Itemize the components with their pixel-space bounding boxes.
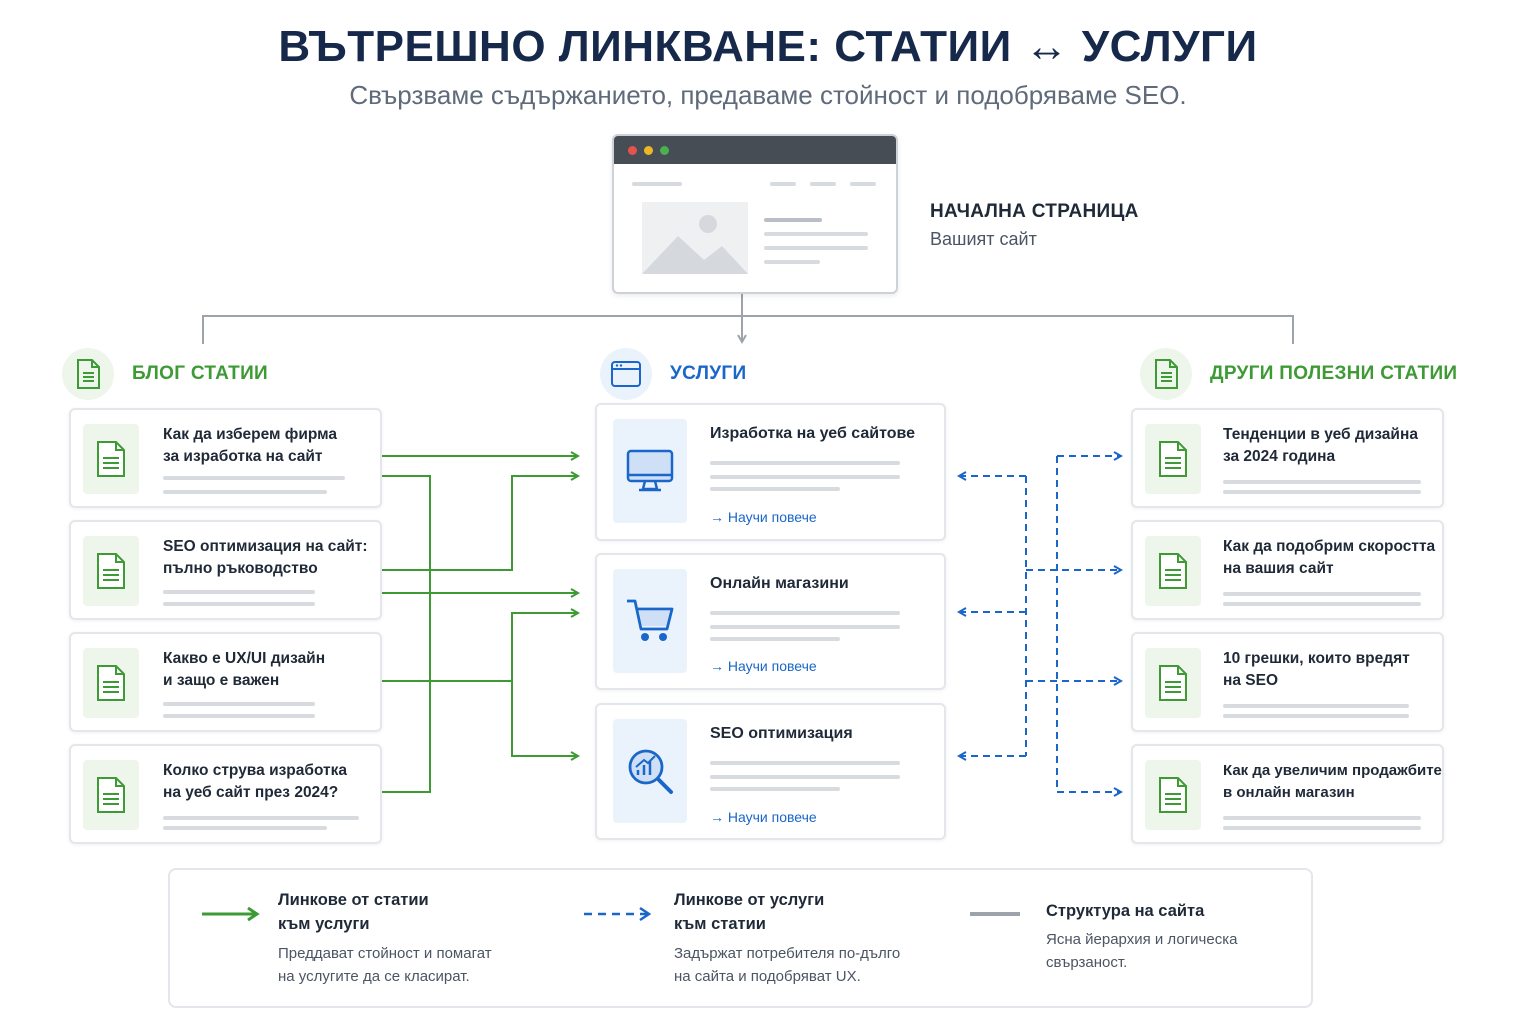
close-dot: [628, 146, 637, 155]
service-to-article-links: [959, 456, 1121, 792]
legend-desc: Ясна йерархия и логическа: [1046, 931, 1238, 948]
page-subtitle: Свързваме съдържанието, предаваме стойно…: [349, 80, 1187, 110]
minimize-dot: [644, 146, 653, 155]
image-placeholder-icon: [642, 202, 748, 274]
blog-article-card[interactable]: Как да изберем фирма за изработка на сайт: [69, 408, 382, 508]
document-icon: [83, 536, 139, 606]
document-icon: [83, 424, 139, 494]
legend-desc: свързаност.: [1046, 954, 1128, 971]
article-title-line: пълно ръководство: [163, 560, 318, 577]
article-title-line: SEO оптимизация на сайт:: [163, 538, 368, 555]
other-column-header: ДРУГИ ПОЛЕЗНИ СТАТИИ: [1140, 348, 1457, 400]
page-title: ВЪТРЕШНО ЛИНКВАНЕ: СТАТИИ ↔ УСЛУГИ: [278, 22, 1258, 71]
document-icon: [83, 760, 139, 830]
document-icon: [1140, 348, 1192, 400]
learn-more-link[interactable]: → Научи повече: [710, 658, 817, 674]
maximize-dot: [660, 146, 669, 155]
legend-desc: на услугите да се класират.: [278, 968, 470, 985]
article-title-line: Тенденции в уеб дизайна: [1223, 426, 1418, 443]
other-article-card[interactable]: Тенденции в уеб дизайна за 2024 година: [1131, 408, 1444, 508]
blog-article-card[interactable]: Колко струва изработка на уеб сайт през 2…: [69, 744, 382, 844]
article-title-line: Как да увеличим продажбите: [1223, 762, 1442, 779]
browser-title-bar: [614, 136, 896, 164]
document-icon: [1145, 424, 1201, 494]
service-title: SEO оптимизация: [710, 725, 853, 742]
article-title-line: на уеб сайт през 2024?: [163, 784, 339, 801]
legend-desc: Задържат потребителя по-дълго: [674, 945, 901, 962]
document-icon: [83, 648, 139, 718]
article-title-line: Как да подобрим скоростта: [1223, 538, 1436, 555]
article-title-line: Какво е UX/UI дизайн: [163, 650, 326, 667]
structure-lines: [202, 294, 1294, 344]
blog-article-card[interactable]: Какво е UX/UI дизайн и защо е важен: [69, 632, 382, 732]
other-article-card[interactable]: 10 грешки, които вредят на SEO: [1131, 632, 1444, 732]
article-title-line: 10 грешки, които вредят: [1223, 650, 1410, 667]
article-title-line: за изработка на сайт: [163, 448, 323, 465]
article-title-line: за 2024 година: [1223, 448, 1336, 465]
service-card-shops[interactable]: Онлайн магазини → Научи повече: [595, 553, 946, 690]
service-card-seo[interactable]: SEO оптимизация → Научи повече: [595, 703, 946, 840]
service-title: Онлайн магазини: [710, 575, 849, 592]
article-title-line: в онлайн магазин: [1223, 784, 1355, 801]
legend-title: Структура на сайта: [1046, 902, 1205, 920]
shopping-cart-icon: [613, 569, 687, 673]
legend-title: към услуги: [278, 915, 370, 933]
document-icon: [1145, 536, 1201, 606]
homepage-title: НАЧАЛНА СТРАНИЦА: [930, 201, 1139, 222]
homepage-subtitle: Вашият сайт: [930, 229, 1037, 249]
other-article-card[interactable]: Как да подобрим скоростта на вашия сайт: [1131, 520, 1444, 620]
service-card-websites[interactable]: Изработка на уеб сайтове → Научи повече: [595, 403, 946, 541]
learn-more-link[interactable]: → Научи повече: [710, 509, 817, 525]
seo-magnifier-icon: [613, 719, 687, 823]
other-article-card[interactable]: Как да увеличим продажбите в онлайн магаз…: [1131, 744, 1444, 844]
article-title-line: Как да изберем фирма: [163, 426, 338, 443]
document-icon: [1145, 648, 1201, 718]
article-title-line: на SEO: [1223, 672, 1279, 689]
learn-more-link[interactable]: → Научи повече: [710, 809, 817, 825]
service-title: Изработка на уеб сайтове: [710, 425, 916, 442]
article-title-line: и защо е важен: [163, 672, 280, 689]
article-to-service-links: [382, 456, 578, 793]
blog-column-header: БЛОГ СТАТИИ: [62, 348, 268, 400]
document-icon: [62, 348, 114, 400]
article-title-line: на вашия сайт: [1223, 560, 1334, 577]
legend-title: към статии: [674, 915, 766, 933]
legend-structure-line-icon: [970, 912, 1020, 916]
legend-dashed-arrow-icon: [584, 906, 652, 922]
monitor-icon: [613, 419, 687, 523]
homepage-browser-mockup: [612, 134, 898, 294]
document-icon: [1145, 760, 1201, 830]
legend-desc: Преддават стойност и помагат: [278, 945, 492, 962]
article-title-line: Колко струва изработка: [163, 762, 348, 779]
legend: Линкове от статии към услуги Преддават с…: [168, 868, 1313, 1008]
legend-title: Линкове от статии: [278, 891, 429, 909]
legend-desc: на сайта и подобряват UX.: [674, 968, 861, 985]
blog-article-card[interactable]: SEO оптимизация на сайт: пълно ръководств…: [69, 520, 382, 620]
legend-solid-arrow-icon: [202, 906, 260, 922]
services-column-header: УСЛУГИ: [600, 348, 746, 400]
browser-window-icon: [600, 348, 652, 400]
legend-title: Линкове от услуги: [674, 891, 825, 909]
